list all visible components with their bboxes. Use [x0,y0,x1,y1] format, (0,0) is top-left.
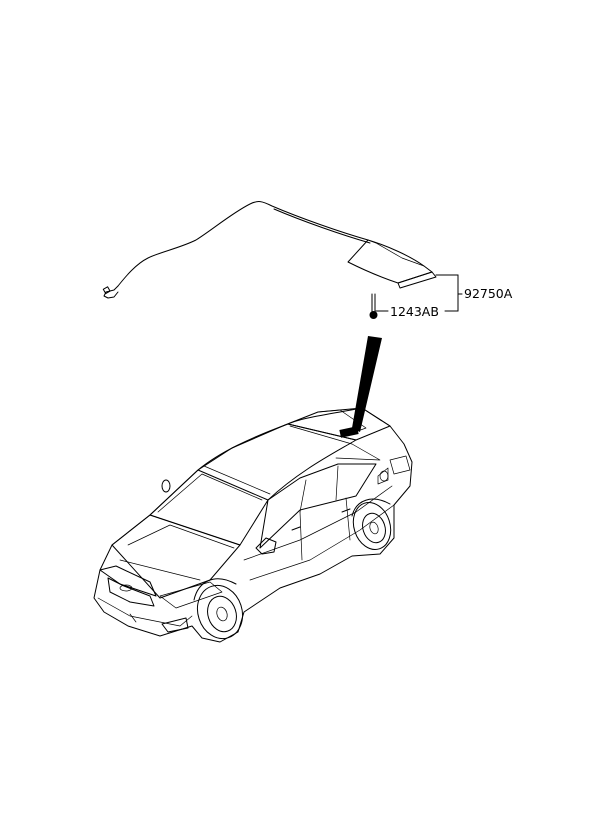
high-mount-stop-lamp [347,239,437,289]
car-illustration [93,407,413,643]
leader-lines [375,274,463,312]
lamp-cable [117,201,371,287]
cable-connector [102,285,119,299]
part-number-label: 1243AB [390,304,439,319]
screw [369,293,378,319]
part-number-label: 92750A [464,286,513,301]
